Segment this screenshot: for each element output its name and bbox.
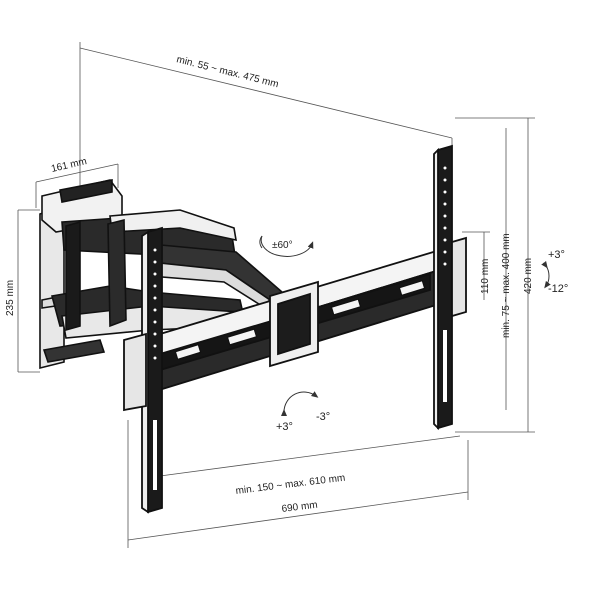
overall-height-label: 420 mm (523, 258, 534, 294)
dimension-lines (17, 42, 535, 548)
vesa-vertical-label: min. 75 ~ max. 400 mm (501, 233, 512, 338)
vesa-horizontal-label: min. 150 ~ max. 610 mm (235, 473, 346, 497)
tilt-down-label: -12° (548, 283, 568, 295)
level-plus-label: +3° (276, 421, 293, 433)
arm-extension-label: min. 55 ~ max. 475 mm (175, 54, 279, 90)
wall-plate-height-label: 235 mm (5, 280, 16, 316)
right-tv-bracket (433, 144, 467, 431)
vertical-spacing-label: 110 mm (480, 259, 491, 294)
rotation-arrows (259, 235, 551, 417)
level-minus-label: -3° (316, 411, 330, 423)
overall-width-label: 690 mm (281, 500, 318, 515)
rotation-label: ±60° (272, 240, 293, 251)
tilt-up-label: +3° (548, 249, 565, 261)
left-tv-bracket (123, 226, 163, 514)
